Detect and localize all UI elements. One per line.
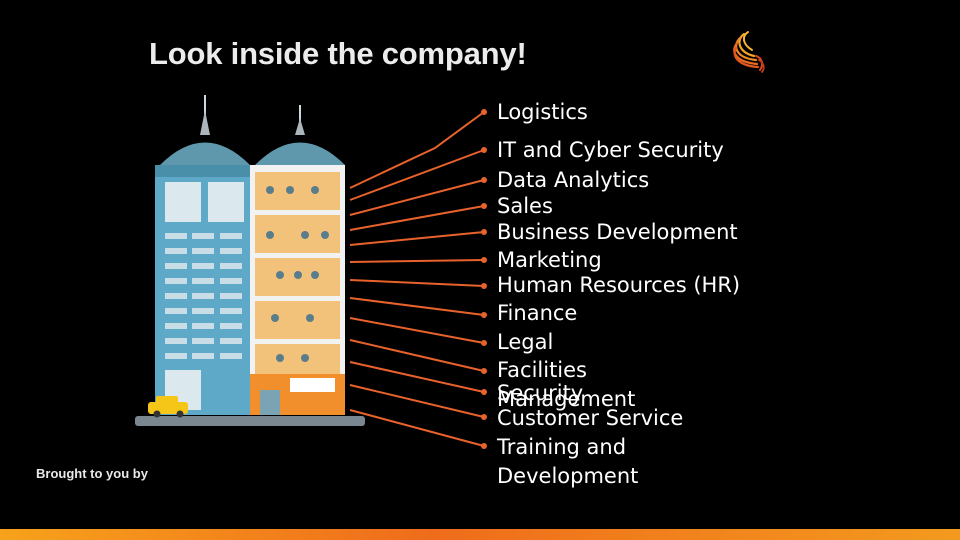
department-item-data-analytics: Data Analytics [497, 168, 650, 192]
department-item-development: Development [497, 464, 639, 488]
department-item-logistics: Logistics [497, 100, 588, 124]
department-item-sales: Sales [497, 194, 553, 218]
department-item-finance: Finance [497, 301, 578, 325]
bottom-accent-bar [0, 529, 960, 540]
department-item-legal: Legal [497, 330, 554, 354]
department-item-marketing: Marketing [497, 248, 602, 272]
flame-swirl-logo-icon [733, 31, 765, 73]
office-building-illustration [135, 95, 365, 426]
department-item-management: Management [497, 387, 636, 411]
department-item-facilities: Facilities [497, 358, 587, 382]
slide-title: Look inside the company! [149, 36, 527, 71]
department-item-training-and: Training and [497, 435, 627, 459]
welcome-sign-icon [290, 378, 335, 392]
department-item-human-resources: Human Resources (HR) [497, 273, 741, 297]
department-item-business-development: Business Development [497, 220, 738, 244]
brought-to-you-by-label: Brought to you by [36, 466, 148, 481]
department-item-security: Security [497, 381, 584, 405]
department-item-customer-service: Customer Service [497, 406, 684, 430]
taxi-icon [148, 396, 188, 418]
department-item-it-cyber-security: IT and Cyber Security [497, 138, 724, 162]
